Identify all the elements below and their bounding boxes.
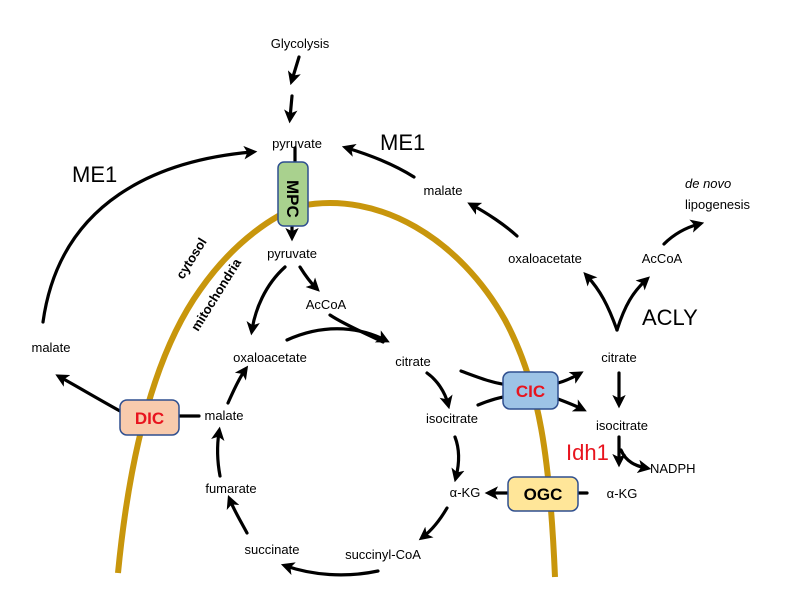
transporter-ogc: OGC xyxy=(507,476,579,512)
arrow-akg-to-succinylcoa xyxy=(418,506,449,541)
dic-label: DIC xyxy=(135,409,164,428)
enzyme-labels: ME1 ME1 ACLY Idh1 xyxy=(72,130,698,465)
transporter-cic: CIC xyxy=(502,371,559,410)
arrow-succinate-to-fumarate xyxy=(226,495,249,535)
lipogenesis-line2-label: lipogenesis xyxy=(685,197,751,212)
arrow-citrate-to-isocitrate-mito xyxy=(425,371,453,410)
arrow-citrate-to-accoa-cyto xyxy=(615,276,650,332)
mpc-label: MPC xyxy=(283,180,302,218)
arrow-fumarate-to-malate-mito xyxy=(211,426,225,478)
arrow-glycolysis-1 xyxy=(287,55,301,86)
me1-left-label: ME1 xyxy=(72,162,117,187)
nadph-label: NADPH xyxy=(650,461,696,476)
arrow-idh1-nadph xyxy=(619,448,652,474)
arrow-accoa-to-lipogenesis xyxy=(662,219,705,246)
akg-cytosol-label: α-KG xyxy=(607,486,638,501)
oxaloacetate-cytosol-label: oxaloacetate xyxy=(508,251,582,266)
accoa-mito-label: AcCoA xyxy=(306,297,347,312)
arrow-me1-left xyxy=(41,146,258,324)
citrate-mito-label: citrate xyxy=(395,354,430,369)
arrow-accoa-to-citrate xyxy=(328,313,385,344)
arrow-me1-right xyxy=(341,143,416,179)
glycolysis-label: Glycolysis xyxy=(271,36,330,51)
citrate-cytosol-label: citrate xyxy=(601,350,636,365)
lipogenesis-line1-label: de novo xyxy=(685,176,731,191)
metabolite-labels: Glycolysis pyruvate pyruvate AcCoA oxalo… xyxy=(31,36,750,562)
idh1-label: Idh1 xyxy=(566,440,609,465)
cytosol-label: cytosol xyxy=(173,235,210,282)
acly-label: ACLY xyxy=(642,305,698,330)
isocitrate-mito-label: isocitrate xyxy=(426,411,478,426)
arrow-citrate-to-oaa-cyto xyxy=(583,272,619,332)
arrow-cic-to-isocitrate-cyto xyxy=(556,397,587,412)
cic-label: CIC xyxy=(516,382,545,401)
arrow-cic-to-citrate-cyto xyxy=(556,371,584,385)
arrow-oaa-to-malate-cyto xyxy=(467,202,519,238)
arrow-malate-to-oaa-mito xyxy=(226,365,249,405)
oxaloacetate-mito-label: oxaloacetate xyxy=(233,350,307,365)
transporter-mpc: MPC xyxy=(277,161,309,227)
arrows xyxy=(41,55,705,577)
fumarate-label: fumarate xyxy=(205,481,256,496)
arrow-succinylcoa-to-succinate xyxy=(280,562,380,577)
arrow-dic-to-malate-cyto xyxy=(55,374,122,413)
arrow-isocitrate-to-akg-mito xyxy=(451,435,465,483)
isocitrate-cytosol-label: isocitrate xyxy=(596,418,648,433)
pyruvate-cytosol-label: pyruvate xyxy=(272,136,322,151)
arrow-pyruvate-to-accoa-mito xyxy=(298,265,320,292)
transporter-dic: DIC xyxy=(119,399,180,436)
arrow-oaa-to-citrate xyxy=(285,327,390,343)
arrow-pyruvate-to-oaa-mito xyxy=(246,265,287,336)
malate-mito-label: malate xyxy=(204,408,243,423)
malate-cytosol-left-label: malate xyxy=(31,340,70,355)
succinate-label: succinate xyxy=(245,542,300,557)
succinylcoa-label: succinyl-CoA xyxy=(345,547,421,562)
pyruvate-mito-label: pyruvate xyxy=(267,246,317,261)
arrow-glycolysis-2 xyxy=(284,94,298,124)
me1-right-label: ME1 xyxy=(380,130,425,155)
accoa-cytosol-label: AcCoA xyxy=(642,251,683,266)
malate-cytosol-top-label: malate xyxy=(423,183,462,198)
akg-mito-label: α-KG xyxy=(450,485,481,500)
ogc-label: OGC xyxy=(524,485,563,504)
